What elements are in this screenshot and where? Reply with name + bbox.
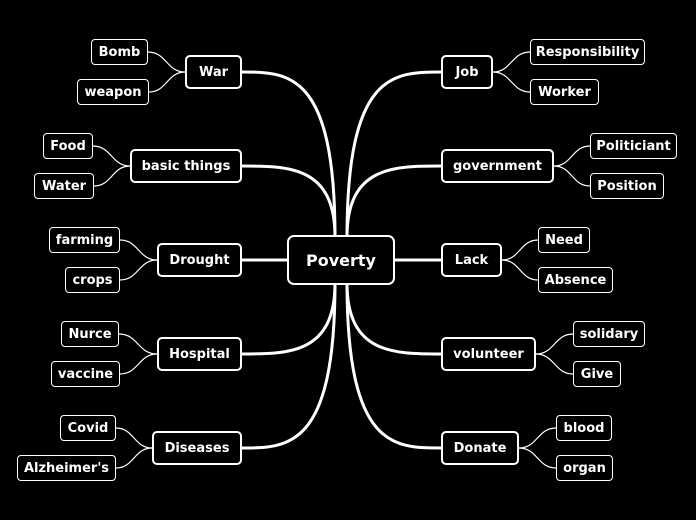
leaf-connector [518,427,557,449]
leaf-need[interactable]: Need [538,227,590,253]
branch-connector [240,164,337,239]
leaf-connector [92,145,131,167]
leaf-connector [501,259,539,281]
branch-volunteer[interactable]: volunteer [441,337,536,371]
leaf-weapon[interactable]: weapon [77,79,149,105]
leaf-organ[interactable]: organ [556,455,613,481]
branch-connector [345,281,443,450]
branch-connector [345,281,443,356]
leaf-connector [148,71,186,93]
branch-connector [345,164,443,239]
leaf-connector [492,71,531,93]
branch-government[interactable]: government [441,149,554,183]
branch-basic-things[interactable]: basic things [130,149,242,183]
branch-connector [345,70,443,239]
leaf-connector [119,259,158,281]
leaf-connector [535,353,574,375]
leaf-connector [492,51,531,73]
branch-lack[interactable]: Lack [441,243,502,277]
leaf-connector [93,165,131,187]
branch-connector [240,70,337,239]
leaf-connector [147,51,186,73]
leaf-connector [535,333,574,355]
leaf-covid[interactable]: Covid [60,415,116,441]
branch-hospital[interactable]: Hospital [157,337,242,371]
leaf-connector [115,427,153,449]
leaf-farming[interactable]: farming [49,227,120,253]
leaf-absence[interactable]: Absence [538,267,613,293]
branch-job[interactable]: Job [441,55,493,89]
branch-diseases[interactable]: Diseases [152,431,242,465]
leaf-connector [518,447,557,469]
leaf-connector [501,239,539,261]
leaf-connector [553,145,591,167]
leaf-vaccine[interactable]: vaccine [51,361,120,387]
leaf-bomb[interactable]: Bomb [91,39,148,65]
leaf-worker[interactable]: Worker [530,79,599,105]
leaf-connector [553,165,591,187]
leaf-position[interactable]: Position [590,173,664,199]
branch-connector [240,281,337,450]
central-topic[interactable]: Poverty [287,235,395,285]
leaf-blood[interactable]: blood [556,415,612,441]
branch-donate[interactable]: Donate [441,431,519,465]
leaf-nurce[interactable]: Nurce [61,321,119,347]
leaf-connector [119,353,158,375]
leaf-connector [119,239,158,261]
leaf-crops[interactable]: crops [65,267,120,293]
leaf-give[interactable]: Give [573,361,621,387]
leaf-politiciant[interactable]: Politiciant [590,133,677,159]
leaf-responsibility[interactable]: Responsibility [530,39,645,65]
branch-drought[interactable]: Drought [157,243,242,277]
leaf-alzheimers[interactable]: Alzheimer's [17,455,116,481]
leaf-connector [115,447,153,469]
leaf-solidary[interactable]: solidary [573,321,645,347]
branch-war[interactable]: War [185,55,242,89]
leaf-connector [118,333,158,355]
branch-connector [240,281,337,356]
leaf-water[interactable]: Water [34,173,94,199]
leaf-food[interactable]: Food [43,133,93,159]
